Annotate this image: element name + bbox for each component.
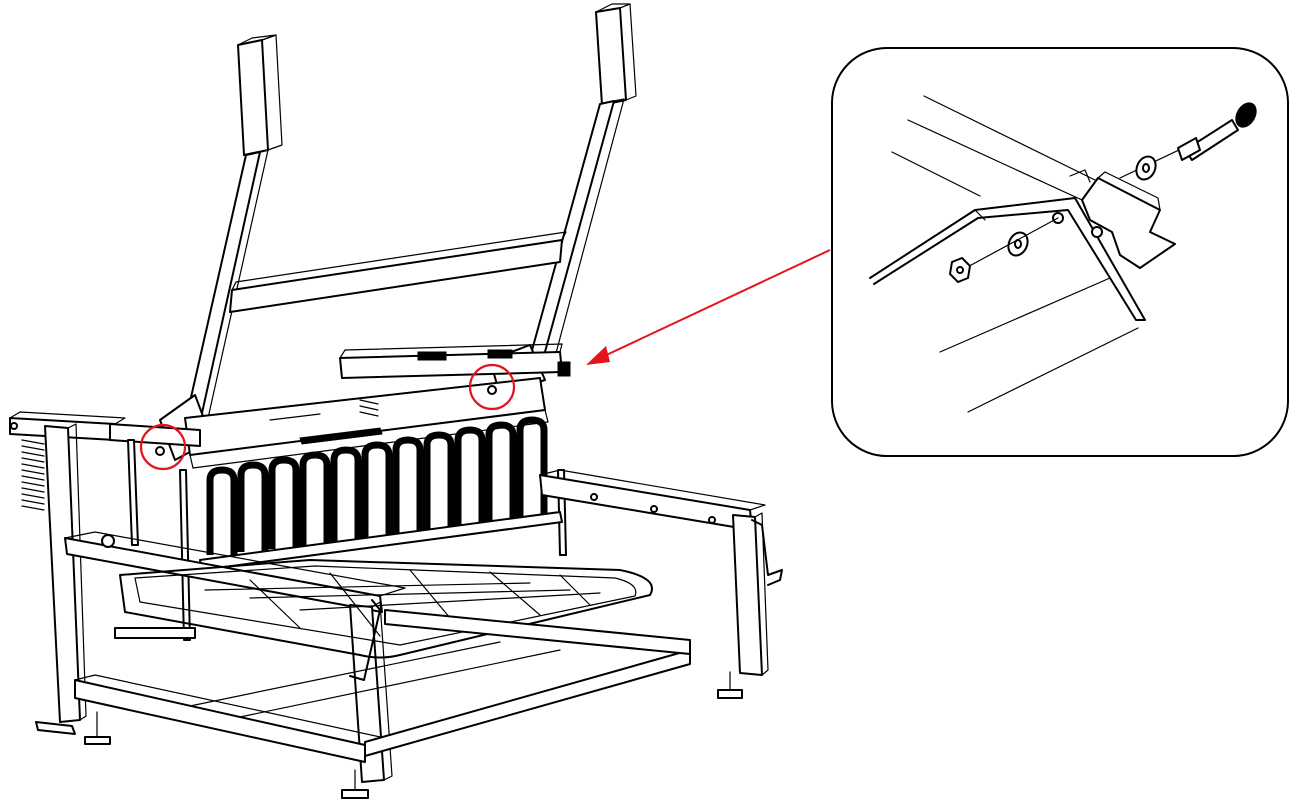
comb-plate (206, 466, 238, 555)
comb-plates (199, 416, 563, 571)
front-crank-handle (349, 599, 381, 681)
comb-plate-highlight (525, 432, 539, 521)
comb-plate (423, 431, 455, 534)
comb-plate-highlight (339, 462, 353, 539)
comb-plate (516, 416, 548, 525)
comb-plate-highlight (215, 482, 229, 551)
comb-plate (485, 421, 517, 528)
comb-plate (361, 441, 393, 540)
comb-plate-highlight (370, 457, 384, 536)
detail-view-panel (831, 47, 1289, 457)
comb-plate (237, 461, 269, 552)
comb-plate-highlight (463, 442, 477, 527)
comb-plate-highlight (494, 437, 508, 524)
comb-plate-highlight (277, 472, 291, 545)
comb-plate-highlight (432, 447, 446, 530)
press-beam (184, 377, 549, 469)
lock-nut-icon (949, 217, 1059, 283)
right-crank-handle (751, 519, 783, 586)
callout-circle-left-pivot (139, 423, 187, 471)
comb-plate-highlight (401, 452, 415, 533)
right-handle (525, 3, 637, 373)
washer-icon (1007, 231, 1029, 257)
shoulder-bolt-icon (1119, 102, 1257, 179)
comb-plate (268, 456, 300, 549)
bottom-frame (74, 609, 691, 763)
comb-plate (392, 436, 424, 537)
sliding-tray (114, 559, 653, 659)
spring (21, 399, 379, 511)
machine-assembly (9, 3, 783, 799)
leveling-feet (35, 671, 743, 799)
washer-icon (1135, 155, 1157, 181)
detail-bracket-plate (869, 197, 1146, 413)
right-side-arm (539, 469, 769, 676)
callout-circle-right-pivot (468, 363, 516, 411)
comb-plate-highlight (308, 467, 322, 542)
front-left-post (44, 425, 81, 723)
callout-arrow (586, 249, 831, 365)
detail-handle-channel (891, 95, 1176, 269)
comb-plate-highlight (246, 477, 260, 548)
front-frame (64, 531, 406, 783)
comb-plate (454, 426, 486, 531)
left-handle (181, 34, 283, 441)
comb-plate (330, 446, 362, 543)
handle-crossbar (229, 231, 567, 313)
comb-plate (299, 451, 331, 546)
